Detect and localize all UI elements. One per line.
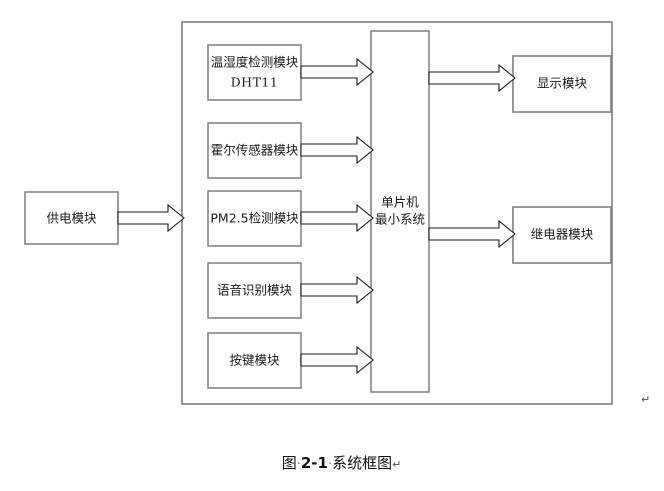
- caption-number: 2-1: [300, 454, 328, 472]
- caption-prefix: 图: [281, 454, 297, 472]
- temperature-humidity-module-box: [207, 44, 302, 101]
- mcu-label-line2: 最小系统: [375, 212, 425, 227]
- voice-recognition-module-box: [207, 262, 302, 319]
- block-voice-recognition-module[interactable]: 语音识别模块: [207, 262, 302, 319]
- mcu-label-line1: 单片机: [381, 195, 419, 210]
- arrow-pm25-to-mcu: [300, 203, 374, 233]
- block-relay-module[interactable]: 继电器模块: [512, 206, 612, 264]
- block-pm25-detection-module[interactable]: PM2.5检测模块: [207, 190, 302, 247]
- temperature-humidity-module-label-line1: 温湿度检测模块: [211, 55, 299, 70]
- key-button-module-label: 按键模块: [229, 353, 280, 368]
- power-supply-box: [24, 191, 119, 245]
- block-key-button-module[interactable]: 按键模块: [207, 332, 302, 389]
- system-boundary-frame: [181, 21, 613, 405]
- system-block-diagram: 供电模块 单片机 最小系统 温湿度检测模块 DHT11 霍尔传感器模块 PM2.…: [24, 21, 613, 405]
- power-supply-label: 供电模块: [46, 211, 97, 226]
- hall-sensor-module-label: 霍尔传感器模块: [211, 143, 299, 158]
- arrow-voice-to-mcu: [300, 275, 374, 305]
- arrow-temperature-humidity-to-mcu: [300, 57, 374, 87]
- caption-space-dot-1: ·: [296, 457, 301, 472]
- caption-title: 系统框图: [332, 454, 393, 472]
- caption-paragraph-mark-icon: ↵: [392, 458, 402, 471]
- caption-space-dot-2: ·: [327, 457, 333, 472]
- mcu-box: [370, 30, 430, 393]
- figure-caption: 图·2-1·系统框图↵: [0, 434, 664, 491]
- relay-module-label: 继电器模块: [531, 227, 594, 242]
- block-display-module[interactable]: 显示模块: [512, 55, 612, 113]
- block-mcu[interactable]: 单片机 最小系统: [370, 30, 430, 393]
- diagram-canvas: 供电模块 单片机 最小系统 温湿度检测模块 DHT11 霍尔传感器模块 PM2.…: [24, 21, 651, 472]
- key-button-module-box: [207, 332, 302, 389]
- display-module-box: [512, 55, 612, 113]
- block-hall-sensor-module[interactable]: 霍尔传感器模块: [207, 122, 302, 179]
- block-temperature-humidity-module[interactable]: 温湿度检测模块 DHT11: [207, 44, 302, 101]
- arrow-hall-to-mcu: [300, 135, 374, 165]
- pm25-detection-module-box: [207, 190, 302, 247]
- arrow-power-to-frame: [117, 203, 185, 233]
- block-power-supply[interactable]: 供电模块: [24, 191, 119, 245]
- voice-recognition-module-label: 语音识别模块: [217, 283, 293, 298]
- arrow-mcu-to-display: [428, 63, 516, 93]
- paragraph-mark-icon: ↵: [641, 393, 651, 406]
- arrow-key-to-mcu: [300, 345, 374, 375]
- pm25-detection-module-label: PM2.5检测模块: [210, 211, 299, 226]
- display-module-label: 显示模块: [537, 76, 588, 91]
- temperature-humidity-module-label-line2: DHT11: [231, 75, 279, 90]
- arrow-mcu-to-relay: [428, 219, 516, 249]
